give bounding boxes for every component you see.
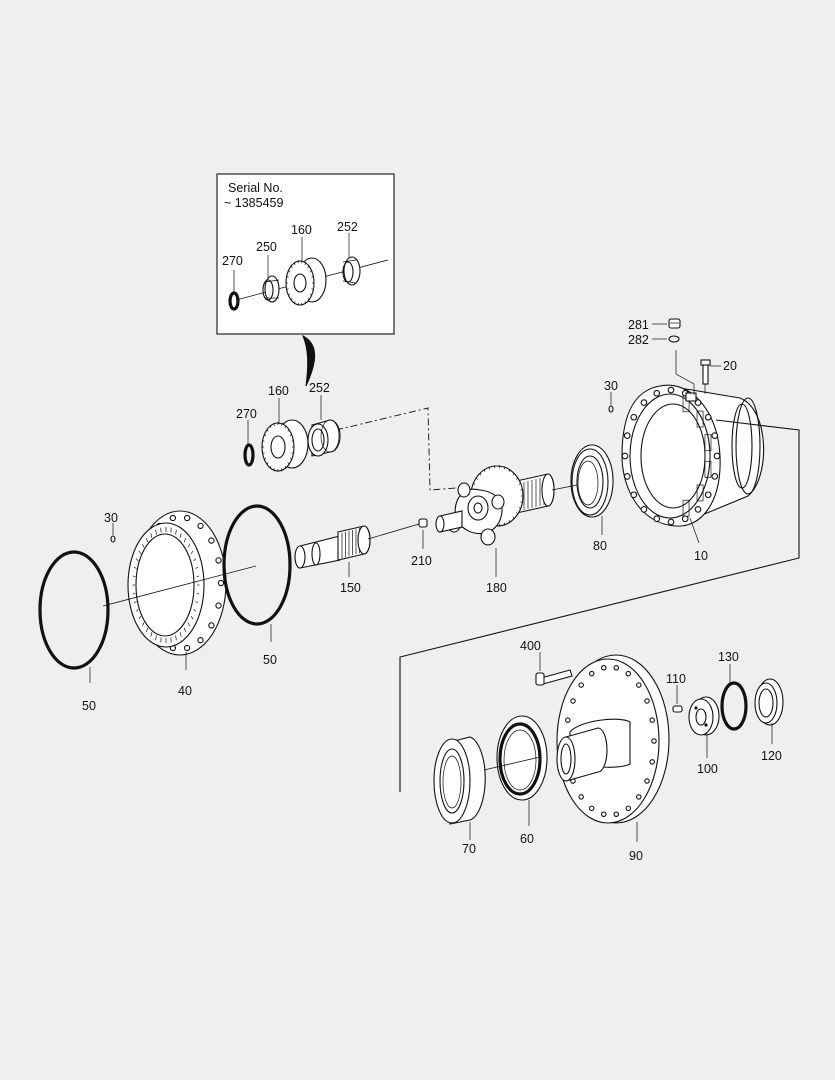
label-180: 180 [486, 581, 507, 595]
inset-title: Serial No. [228, 181, 283, 195]
label-50-right: 50 [263, 653, 277, 667]
serial-variant-inset: Serial No. ~ 1385459 [216, 173, 395, 335]
hub-housing-10 [621, 384, 765, 527]
label-80: 80 [593, 539, 607, 553]
bolt-400 [535, 669, 573, 686]
label-270-inset: 270 [222, 254, 243, 268]
sun-shaft-150 [294, 525, 371, 569]
label-90: 90 [629, 849, 643, 863]
label-250-inset: 250 [256, 240, 277, 254]
lock-nut-100 [688, 696, 720, 736]
label-70: 70 [462, 842, 476, 856]
snap-ring-270 [243, 443, 255, 467]
o-ring-282 [668, 335, 680, 343]
label-270: 270 [236, 407, 257, 421]
inset-bearing-250 [262, 275, 280, 303]
inset-planet-gear-160 [285, 257, 327, 306]
label-160-inset: 160 [291, 223, 312, 237]
ring-gear-40 [127, 510, 227, 656]
label-10: 10 [694, 549, 708, 563]
planet-gear-160 [261, 419, 309, 472]
label-400: 400 [520, 639, 541, 653]
bearing-252 [307, 419, 341, 457]
breather-20 [700, 359, 711, 385]
label-110: 110 [666, 672, 686, 686]
cover-120 [754, 678, 784, 726]
label-50-left: 50 [82, 699, 96, 713]
label-252-inset: 252 [337, 220, 358, 234]
label-252: 252 [309, 381, 330, 395]
bearing-cup-70 [433, 736, 486, 825]
label-281: 281 [628, 318, 649, 332]
label-282: 282 [628, 333, 649, 347]
o-ring-130 [720, 681, 748, 731]
label-20: 20 [723, 359, 737, 373]
inset-bearing-252 [342, 256, 361, 286]
o-ring-50-right [222, 504, 292, 626]
plug-30-right [608, 405, 614, 413]
planet-carrier-180 [435, 465, 555, 546]
inset-serial-range: ~ 1385459 [224, 196, 283, 210]
pin-110 [672, 705, 683, 713]
seal-80 [570, 444, 614, 518]
plug-30-left [110, 535, 116, 543]
seal-60 [496, 715, 548, 801]
label-130: 130 [718, 650, 739, 664]
label-120: 120 [761, 749, 782, 763]
label-100: 100 [697, 762, 718, 776]
label-150: 150 [340, 581, 361, 595]
label-40: 40 [178, 684, 192, 698]
o-ring-50-left [38, 550, 110, 670]
label-60: 60 [520, 832, 534, 846]
label-30-right: 30 [604, 379, 618, 393]
wheel-hub-90 [556, 654, 670, 824]
label-30-left: 30 [104, 511, 118, 525]
label-160: 160 [268, 384, 289, 398]
inset-snap-ring-270 [228, 291, 240, 311]
pin-210 [418, 518, 428, 528]
inset-pointer-arrow [301, 334, 316, 387]
label-210: 210 [411, 554, 432, 568]
plug-281 [668, 318, 681, 329]
